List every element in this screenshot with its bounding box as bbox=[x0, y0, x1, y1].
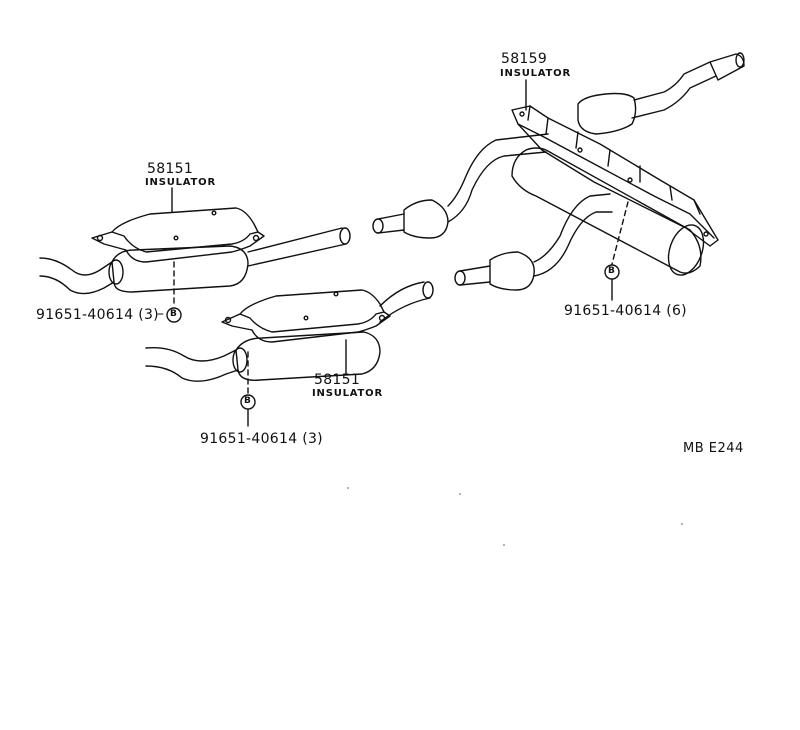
upper-left-insulator-hole bbox=[252, 234, 260, 242]
lower-middle-inlet-pipe bbox=[145, 346, 239, 382]
upper-pre-muffler-pipe-end bbox=[372, 218, 384, 234]
rear-heat-insulator-hole bbox=[627, 177, 633, 183]
diagram-code: MB E244 bbox=[683, 441, 744, 456]
upper-left-insulator-name: INSULATOR bbox=[145, 177, 216, 188]
lower-middle-insulator-hole bbox=[378, 314, 386, 322]
rear-heat-insulator-hole bbox=[519, 111, 525, 117]
upper-left-outlet-pipe bbox=[247, 227, 347, 267]
lower-connecting-pipe bbox=[533, 193, 613, 277]
upper-left-insulator-rim bbox=[111, 231, 259, 253]
rear-insulator-name: INSULATOR bbox=[500, 68, 571, 79]
lower-middle-bolt-part: 91651-40614 bbox=[200, 431, 298, 447]
rear-heat-insulator-hole bbox=[577, 147, 583, 153]
right-bolt-part: 91651-40614 bbox=[564, 303, 662, 319]
upper-pre-muffler bbox=[403, 199, 449, 239]
rear-heat-insulator bbox=[511, 105, 719, 247]
upper-left-pipe-end bbox=[339, 227, 351, 245]
tailpipe-resonator bbox=[577, 92, 637, 135]
lower-middle-insulator-part-number-bound: 58151 bbox=[314, 372, 361, 388]
right-bolt-callout: 91651-40614 (6) bbox=[564, 304, 687, 318]
lower-middle-insulator-rim bbox=[239, 311, 385, 333]
main-muffler-body bbox=[511, 147, 702, 274]
rear-heat-insulator-inner-edge bbox=[517, 123, 715, 239]
upper-pre-muffler-pipe bbox=[377, 213, 405, 234]
lower-middle-insulator-name: INSULATOR bbox=[312, 388, 383, 399]
upper-left-exhaust-assembly bbox=[39, 187, 351, 323]
upper-left-bolt-symbol bbox=[166, 307, 182, 323]
upper-left-bolt-letter: B bbox=[170, 309, 177, 319]
right-bolt-letter: B bbox=[608, 266, 615, 276]
main-muffler-end-cap bbox=[667, 224, 705, 276]
upper-left-bolt-callout: 91651-40614 (3) bbox=[36, 308, 159, 322]
upper-left-converter-end bbox=[108, 259, 124, 285]
lower-middle-bolt-qty: (3) bbox=[302, 431, 323, 447]
upper-left-insulator-hole bbox=[211, 210, 217, 216]
right-exhaust-assembly bbox=[372, 52, 745, 301]
lower-middle-insulator-hole bbox=[224, 316, 232, 324]
lower-middle-exhaust-assembly bbox=[145, 281, 434, 427]
upper-left-insulator-shield bbox=[91, 207, 265, 263]
upper-connecting-pipe bbox=[447, 133, 549, 223]
upper-left-bolt-part: 91651-40614 bbox=[36, 307, 134, 323]
rear-heat-insulator-rib bbox=[527, 105, 701, 215]
tailpipe-tip-opening bbox=[735, 52, 745, 68]
upper-left-insulator-hole bbox=[173, 235, 179, 241]
rear-insulator-part-number: 58159 bbox=[501, 51, 548, 67]
tailpipe bbox=[631, 61, 717, 119]
speck bbox=[503, 544, 505, 546]
tailpipe-tip bbox=[709, 53, 745, 81]
lower-middle-insulator-hole bbox=[303, 315, 309, 321]
lower-pre-muffler-pipe bbox=[459, 265, 491, 286]
lower-middle-insulator-shield bbox=[221, 289, 391, 343]
speck bbox=[347, 487, 349, 489]
speck bbox=[681, 523, 683, 525]
upper-left-converter-body bbox=[111, 245, 249, 293]
speck bbox=[459, 493, 461, 495]
right-bolt-symbol bbox=[604, 264, 620, 280]
lower-middle-bolt-letter: B bbox=[244, 396, 251, 406]
right-bolt-leader bbox=[611, 201, 629, 265]
upper-left-bolt-qty: (3) bbox=[138, 307, 159, 323]
lower-middle-bolt-symbol bbox=[240, 394, 256, 410]
lower-middle-insulator-hole bbox=[333, 291, 339, 297]
lower-pre-muffler-pipe-end bbox=[454, 270, 466, 286]
right-bolt-qty: (6) bbox=[666, 303, 687, 319]
scan-specks bbox=[347, 487, 683, 546]
lower-pre-muffler bbox=[489, 251, 535, 291]
upper-left-insulator-hole bbox=[96, 234, 104, 242]
lower-middle-pipe-end bbox=[422, 281, 434, 299]
rear-heat-insulator-hole bbox=[703, 231, 709, 237]
upper-left-insulator-part-number: 58151 bbox=[147, 161, 194, 177]
lower-middle-converter-end bbox=[232, 347, 248, 373]
lower-middle-bolt-callout: 91651-40614 (3) bbox=[200, 432, 323, 446]
upper-left-bolt-dash: – bbox=[157, 306, 164, 322]
upper-left-inlet-pipe bbox=[39, 257, 115, 295]
